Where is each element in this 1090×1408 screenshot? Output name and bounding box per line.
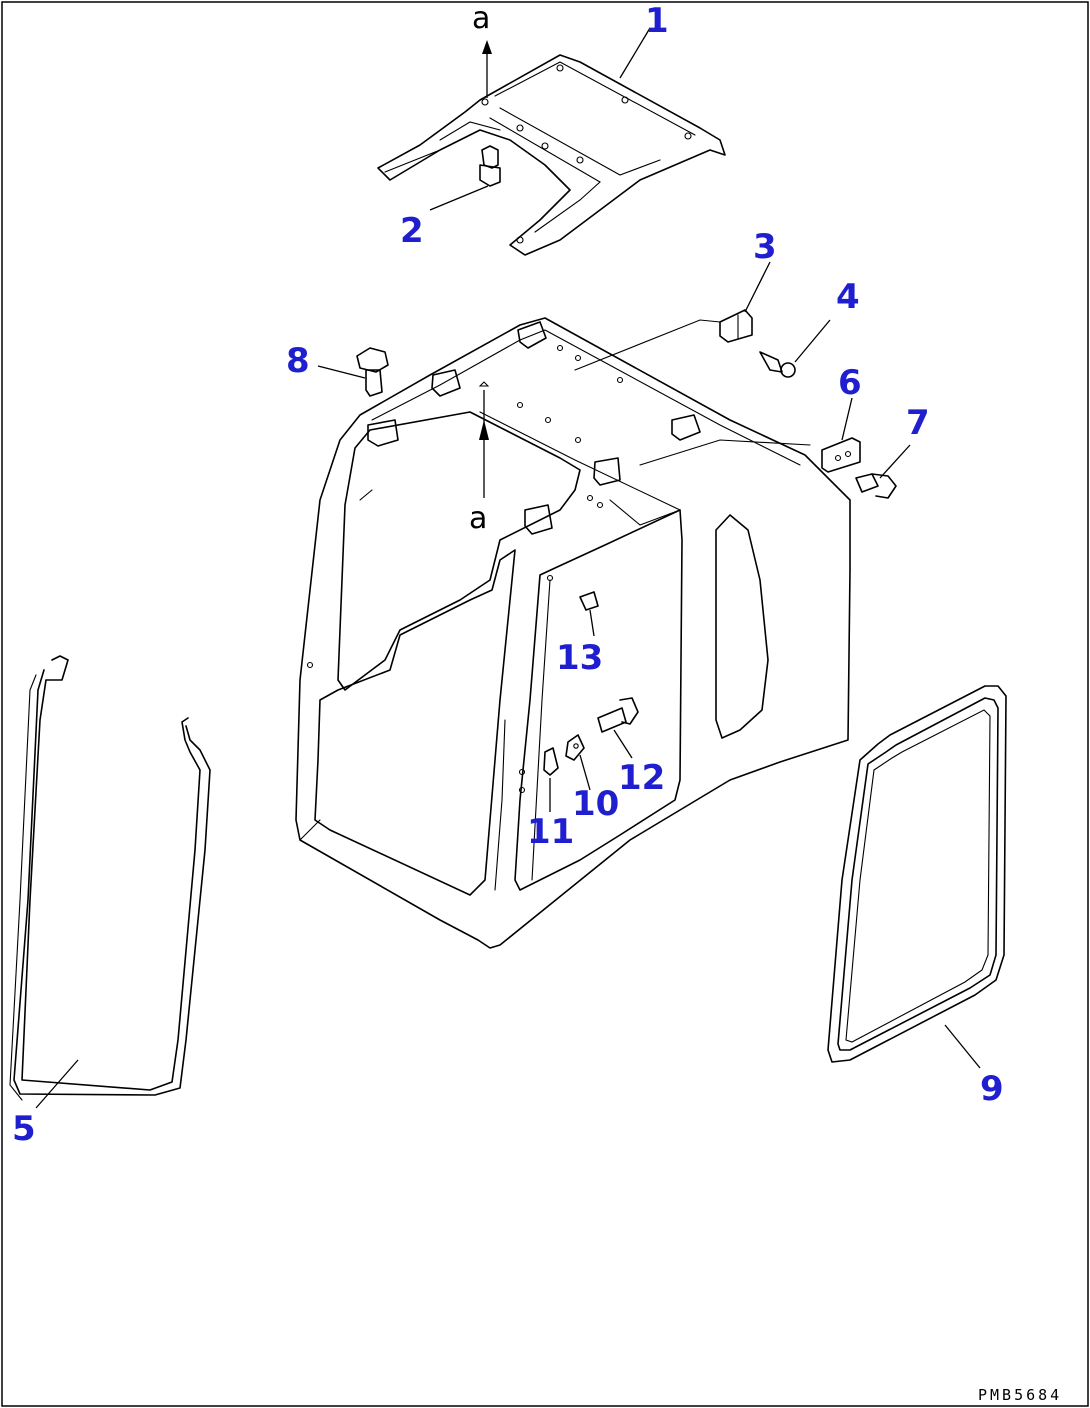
callout-8: 8 [286,341,310,381]
part-2-stud [429,145,501,211]
part-13-clip [579,591,599,637]
part-10-clip [565,734,591,791]
part-6-plate [821,397,861,473]
reference-mark-bottom: a [469,501,487,536]
callout-1: 1 [645,1,669,41]
reference-arrow-top: a [472,1,492,98]
callout-4: 4 [836,277,860,317]
reference-arrow-bottom: a [469,381,490,536]
callout-7: 7 [906,403,930,443]
drawing-code: PMB5684 [978,1386,1062,1404]
leader-1 [619,27,651,79]
part-11-clip [543,747,559,812]
callout-5: 5 [12,1109,36,1149]
callout-12: 12 [618,758,665,798]
part-1-roof-frame [377,54,726,256]
part-4-screw [759,319,831,378]
callout-13: 13 [556,638,603,678]
reference-mark-top: a [472,1,490,36]
callout-6: 6 [838,363,862,403]
part-3-bracket [719,261,771,343]
part-12-bolt [597,697,639,759]
part-5-weatherstrip [9,655,211,1109]
callout-2: 2 [400,211,424,251]
cab-body [295,317,851,949]
callout-11: 11 [527,812,574,852]
part-8-bolt [317,347,389,397]
callout-9: 9 [980,1069,1004,1109]
part-9-weatherstrip [827,685,1007,1069]
part-7-bolt [855,444,911,499]
callout-3: 3 [753,227,777,267]
callout-10: 10 [572,784,619,824]
